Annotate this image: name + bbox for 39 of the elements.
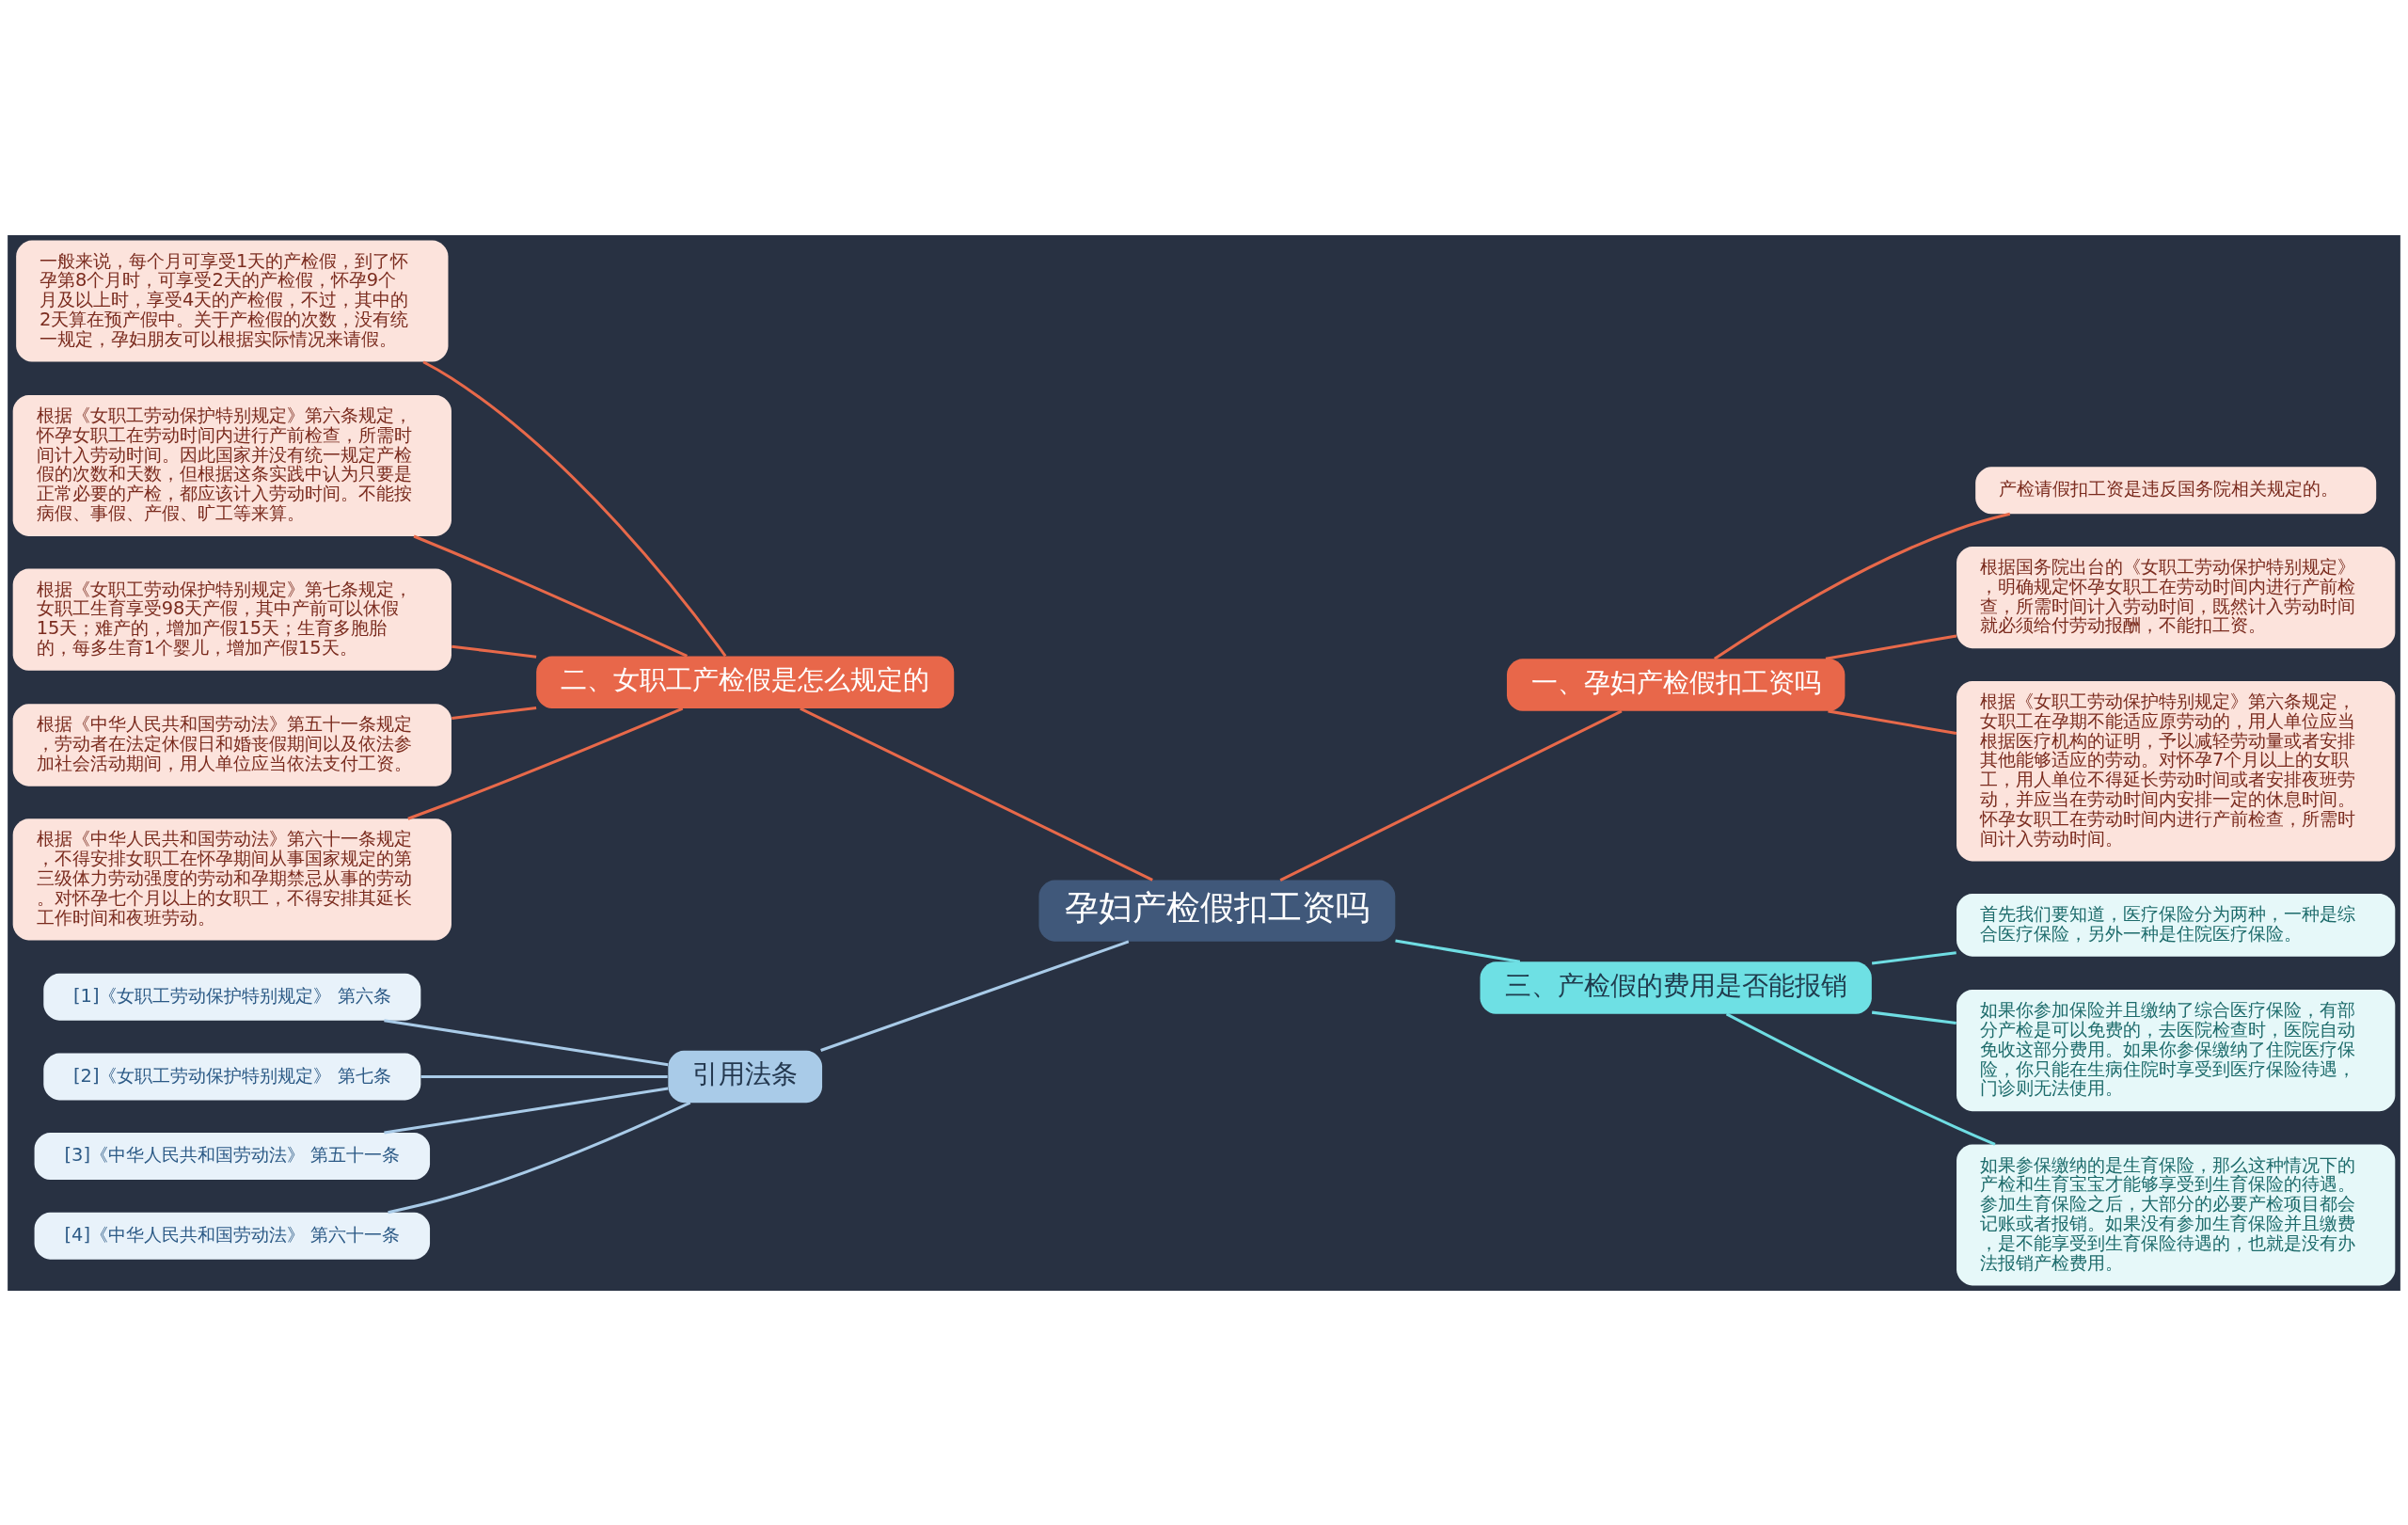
node-box: 首先我们要知道，医疗保险分为两种，一种是综合医疗保险，另外一种是住院医疗保险。 [1956, 893, 2396, 957]
connector [384, 1018, 669, 1066]
connector [1871, 1010, 1956, 1025]
connector [1713, 512, 2011, 660]
connector [1725, 1012, 1996, 1146]
node-box: [3]《中华人民共和国劳动法》 第五十一条 [34, 1132, 431, 1180]
node-box: 孕妇产检假扣工资吗 [1038, 880, 1396, 942]
connector [407, 707, 684, 820]
node-box: 根据《中华人民共和国劳动法》第六十一条规定，不得安排女职工在怀孕期间从事国家规定的第三级体力劳动强度的劳动和孕期禁忌从事的劳动。对怀孕七个月以上的女职工，不得安排其延长工作时间和夜班劳动。 [12, 818, 452, 940]
connector [1395, 938, 1521, 963]
connector [452, 706, 537, 720]
connector [388, 1101, 691, 1214]
node-box: 三、产检假的费用是否能报销 [1480, 961, 1872, 1014]
connector [820, 939, 1130, 1052]
node-box: 根据《中华人民共和国劳动法》第五十一条规定，劳动者在法定休假日和婚丧假期间以及依法参加社会活动期间，用人单位应当依法支付工资。 [12, 703, 452, 786]
node-box: 根据《女职工劳动保护特别规定》第六条规定，怀孕女职工在劳动时间内进行产前检查，所需时间计入劳动时间。因此国家并没有统一规定产检假的次数和天数，但根据这条实践中认为只要是正常必要的产检，都应该计入劳动时间。不能按病假、事假、产假、旷工等来算。 [12, 394, 452, 536]
node-box: 一、孕妇产检假扣工资吗 [1506, 658, 1846, 711]
node-box: 根据国务院出台的《女职工劳动保护特别规定》，明确规定怀孕女职工在劳动时间内进行产前检查，所需时间计入劳动时间，既然计入劳动时间就必须给付劳动报酬，不能扣工资。 [1956, 546, 2396, 648]
node-box: [2]《女职工劳动保护特别规定》 第七条 [43, 1052, 421, 1100]
node-box: 产检请假扣工资是违反国务院相关规定的。 [1975, 466, 2377, 514]
connector [452, 644, 537, 659]
connector [413, 534, 689, 658]
connector [1279, 709, 1623, 882]
node-box: 根据《女职工劳动保护特别规定》第七条规定，女职工生育享受98天产假，其中产前可以休假15天；难产的，增加产假15天；生育多胞胎的，每多生育1个婴儿，增加产假15天。 [12, 568, 452, 671]
node-box: 引用法条 [668, 1050, 823, 1103]
connector [1828, 708, 1957, 735]
node-box: 如果参保缴纳的是生育保险，那么这种情况下的产检和生育宝宝才能够享受到生育保险的待遇。参加生育保险之后，大部分的必要产检项目都会记账或者报销。如果没有参加生育保险并且缴费，是不能享受到生育保险待遇的，也就是没有办法报销产检费用。 [1956, 1144, 2396, 1285]
connector [384, 1087, 669, 1135]
node-box: 如果你参加保险并且缴纳了综合医疗保险，有部分产检是可以免费的，去医院检查时，医院自动免收这部分费用。如果你参保缴纳了住院医疗保险，你只能在生病住院时享受到医疗保险待遇，门诊则无法使用。 [1956, 989, 2396, 1111]
node-box: 二、女职工产检假是怎么规定的 [536, 656, 955, 708]
connector [1825, 633, 1957, 660]
connector [422, 359, 727, 657]
connector [420, 1074, 668, 1078]
node-box: [1]《女职工劳动保护特别规定》 第六条 [43, 973, 421, 1021]
connector [1871, 950, 1956, 964]
connector [800, 707, 1153, 882]
node-box: 一般来说，每个月可享受1天的产检假，到了怀孕第8个月时，可享受2天的产检假，怀孕9个月及以上时，享受4天的产检假，不过，其中的2天算在预产假中。关于产检假的次数，没有统一规定，孕妇朋友可以根据实际情况来请假。 [16, 240, 449, 362]
node-box: [4]《中华人民共和国劳动法》 第六十一条 [34, 1212, 431, 1260]
node-box: 根据《女职工劳动保护特别规定》第六条规定，女职工在孕期不能适应原劳动的，用人单位应当根据医疗机构的证明，予以减轻劳动量或者安排其他能够适应的劳动。对怀孕7个月以上的女职工，用人单位不得延长劳动时间或者安排夜班劳动，并应当在劳动时间内安排一定的休息时间。怀孕女职工在劳动时间内进行产前检查，所需时间计入劳动时间。 [1956, 680, 2396, 861]
